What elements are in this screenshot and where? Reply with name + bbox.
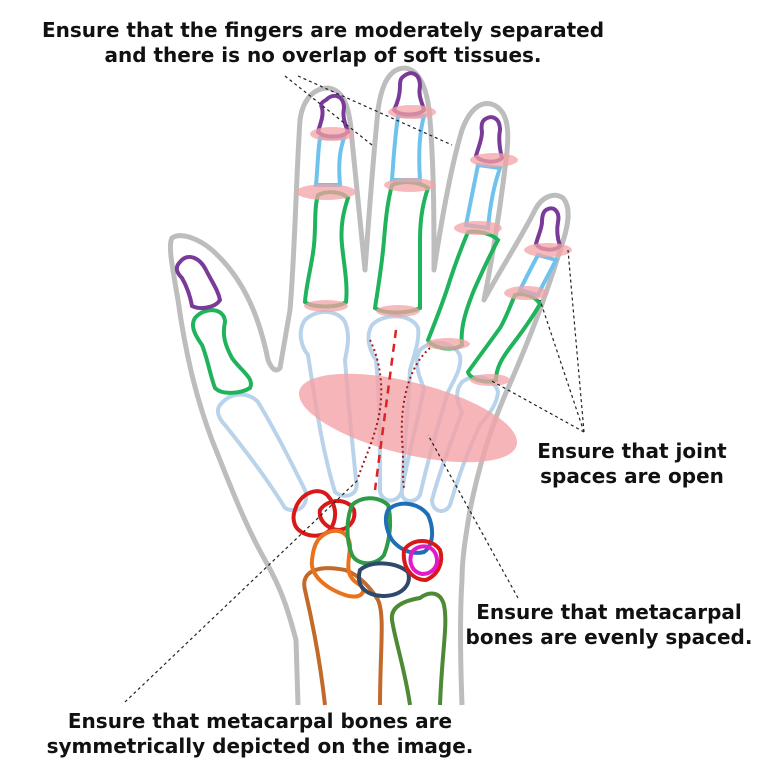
joint-dip-middle — [388, 105, 436, 119]
carpal-hamate — [383, 501, 435, 555]
joint-pip-middle — [384, 178, 436, 192]
leader-lines — [124, 75, 585, 703]
carpal-scaphoid — [309, 528, 366, 599]
middle-phalanx-index — [313, 136, 347, 187]
annotation-joints-line2: spaces are open — [540, 464, 724, 488]
annotation-fingers-separated: Ensure that the fingers are moderately s… — [0, 18, 646, 68]
annotation-fingers-line1: Ensure that the fingers are moderately s… — [41, 18, 605, 42]
carpal-lunate — [356, 561, 411, 599]
joint-mcp-little — [470, 374, 510, 386]
joint-mcp-middle — [376, 305, 420, 317]
dotted-curve-left — [357, 339, 383, 479]
radius-bone — [302, 566, 384, 706]
leader-joints-3 — [539, 299, 585, 433]
joint-dip-little — [524, 243, 572, 257]
middle-phalanx-ring — [463, 162, 503, 231]
leader-spacing — [427, 434, 519, 599]
joint-dip-ring — [470, 153, 518, 167]
joint-pip-little — [504, 286, 548, 300]
joint-mcp-index — [304, 300, 348, 312]
joint-pip-ring — [454, 221, 502, 235]
carpal-triquetrum — [401, 539, 444, 583]
carpal-trapezoid — [317, 499, 357, 533]
leader-joints-2 — [567, 249, 585, 433]
annotation-symmetry-line2: symmetrically depicted on the image. — [46, 734, 474, 758]
joint-dip-index — [310, 127, 354, 141]
joint-highlights — [296, 105, 572, 386]
annotation-joints-line1: Ensure that joint — [537, 439, 727, 463]
carpal-capitate — [345, 496, 393, 566]
annotation-joint-spaces: Ensure that joint spaces are open — [512, 439, 752, 489]
annotation-metacarpal-spacing: Ensure that metacarpal bones are evenly … — [452, 600, 766, 650]
carpal-pisiform — [408, 544, 439, 577]
metacarpal-spacing-highlight — [298, 373, 518, 463]
metacarpal-index — [298, 310, 359, 498]
proximal-phalanx-middle — [372, 180, 431, 315]
dotted-curve-right — [400, 347, 431, 489]
distal-phalanx-thumb — [174, 254, 223, 310]
annotation-metacarpal-symmetry: Ensure that metacarpal bones are symmetr… — [10, 709, 510, 759]
annotation-spacing-line1: Ensure that metacarpal — [476, 600, 742, 624]
annotation-spacing-line2: bones are evenly spaced. — [465, 625, 753, 649]
ulna-bone — [389, 591, 448, 706]
metacarpal-thumb — [215, 392, 309, 513]
leader-fingers-1 — [284, 75, 373, 146]
proximal-phalanx-index — [302, 190, 351, 309]
annotation-symmetry-line1: Ensure that metacarpal bones are — [67, 709, 453, 733]
joint-mcp-ring — [426, 338, 470, 350]
leader-fingers-2 — [297, 75, 453, 146]
joint-pip-index — [296, 184, 356, 200]
annotation-fingers-line2: and there is no overlap of soft tissues. — [104, 43, 542, 67]
proximal-phalanx-thumb — [191, 308, 253, 395]
